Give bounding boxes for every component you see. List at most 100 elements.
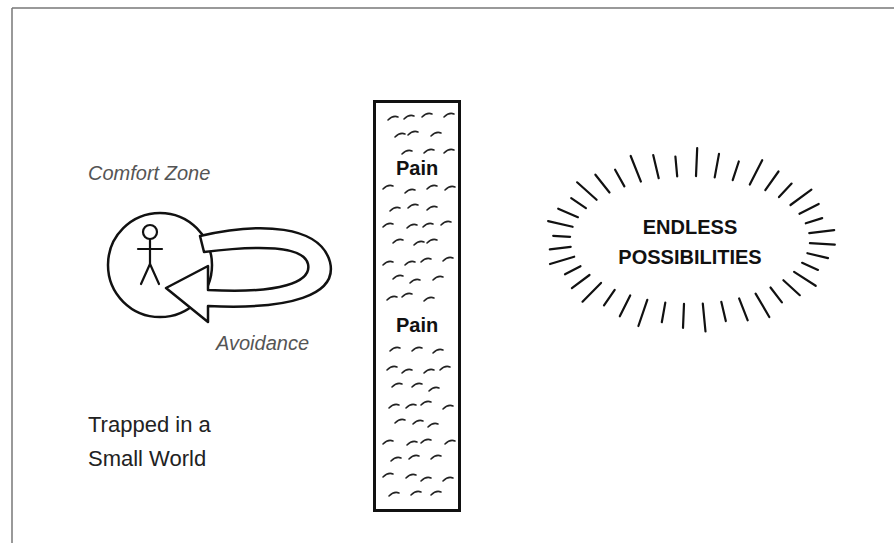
texture-stroke	[431, 491, 441, 495]
texture-stroke	[392, 383, 402, 387]
texture-stroke	[433, 276, 443, 280]
texture-stroke	[395, 133, 405, 137]
burst-ray	[550, 257, 574, 264]
texture-stroke	[443, 405, 453, 409]
burst-ray	[550, 247, 571, 250]
texture-stroke	[383, 473, 393, 477]
pain-band: PainPain	[373, 100, 461, 512]
burst-ray	[615, 170, 624, 187]
texture-stroke	[427, 206, 437, 210]
burst-ray	[765, 172, 778, 191]
caption-note: Trapped in a Small World	[88, 408, 258, 476]
texture-stroke	[388, 116, 398, 120]
texture-stroke	[402, 150, 412, 154]
arrow-label: Avoidance	[216, 332, 309, 355]
texture-stroke	[427, 185, 437, 189]
burst-ray	[779, 184, 792, 198]
avoidance-arrow	[166, 228, 331, 322]
texture-stroke	[444, 149, 454, 153]
frame-line	[12, 7, 894, 9]
texture-stroke	[389, 492, 399, 496]
burst-ray	[675, 157, 677, 177]
burst-ray	[583, 283, 602, 302]
texture-stroke	[413, 420, 423, 424]
texture-stroke	[393, 239, 403, 243]
texture-stroke	[393, 275, 403, 279]
burst-ray	[558, 209, 578, 218]
texture-stroke	[412, 383, 422, 387]
burst-ray	[750, 160, 762, 184]
texture-stroke	[445, 440, 455, 444]
burst-ray	[572, 275, 590, 288]
node-shape	[530, 140, 850, 340]
texture-stroke	[440, 366, 450, 370]
burst-ray	[794, 272, 816, 286]
texture-stroke	[429, 387, 439, 391]
texture-stroke	[444, 113, 454, 117]
texture-stroke	[421, 258, 431, 262]
texture-stroke	[404, 115, 414, 119]
texture-stroke	[390, 347, 400, 351]
burst-ray	[800, 204, 819, 214]
burst-ray	[791, 190, 812, 205]
node-text: ENDLESS POSSIBILITIES	[605, 212, 775, 272]
burst-ray	[733, 162, 739, 181]
burst-ray	[683, 304, 684, 328]
texture-stroke	[383, 223, 393, 227]
burst-ray	[703, 304, 706, 332]
texture-stroke	[427, 239, 437, 243]
texture-stroke	[421, 439, 431, 443]
texture-stroke	[405, 189, 415, 193]
texture-stroke	[408, 131, 418, 135]
burst-ray	[810, 243, 835, 244]
texture-stroke	[383, 440, 393, 444]
texture-stroke	[422, 113, 432, 117]
burst-ray	[756, 294, 770, 317]
texture-stroke	[423, 223, 433, 227]
burst-ray	[577, 182, 597, 200]
burst-ray	[696, 148, 697, 176]
node-text: Pain	[396, 157, 438, 180]
texture-stroke	[441, 221, 451, 225]
texture-stroke	[431, 132, 441, 136]
comfort-zone-circle: Comfort Zone	[88, 160, 248, 325]
texture-stroke	[433, 349, 443, 353]
burst-ray	[638, 300, 647, 326]
texture-stroke	[383, 261, 393, 265]
texture-stroke	[424, 369, 434, 373]
texture-stroke	[406, 474, 416, 478]
burst-ray	[595, 175, 609, 193]
texture-stroke	[383, 185, 393, 189]
node-text: Comfort Zone	[88, 162, 210, 185]
burst-ray	[809, 230, 834, 233]
burst-ray	[739, 298, 748, 320]
burst-ray	[662, 303, 666, 323]
texture-stroke	[421, 477, 431, 481]
texture-stroke	[387, 296, 397, 300]
texture-stroke	[421, 401, 431, 405]
texture-stroke	[431, 455, 441, 459]
texture-stroke	[395, 419, 405, 423]
burst-ray	[620, 296, 630, 317]
texture-stroke	[424, 297, 434, 301]
burst-ray	[631, 156, 641, 182]
texture-stroke	[410, 279, 420, 283]
burst-ray	[571, 198, 586, 208]
burst-ray	[806, 218, 822, 223]
texture-stroke	[407, 441, 417, 445]
burst-ray	[715, 154, 719, 178]
texture-stroke	[445, 186, 455, 190]
band-outline	[375, 102, 460, 511]
burst-ray	[802, 263, 818, 270]
texture-stroke	[405, 261, 415, 265]
texture-stroke	[408, 204, 418, 208]
burst-ray	[783, 280, 799, 295]
burst-ray	[771, 288, 782, 303]
node-text: Pain	[396, 314, 438, 337]
burst-ray	[807, 253, 828, 258]
texture-stroke	[402, 293, 412, 297]
burst-ray	[553, 236, 570, 237]
texture-stroke	[406, 404, 416, 408]
texture-stroke	[407, 224, 417, 228]
